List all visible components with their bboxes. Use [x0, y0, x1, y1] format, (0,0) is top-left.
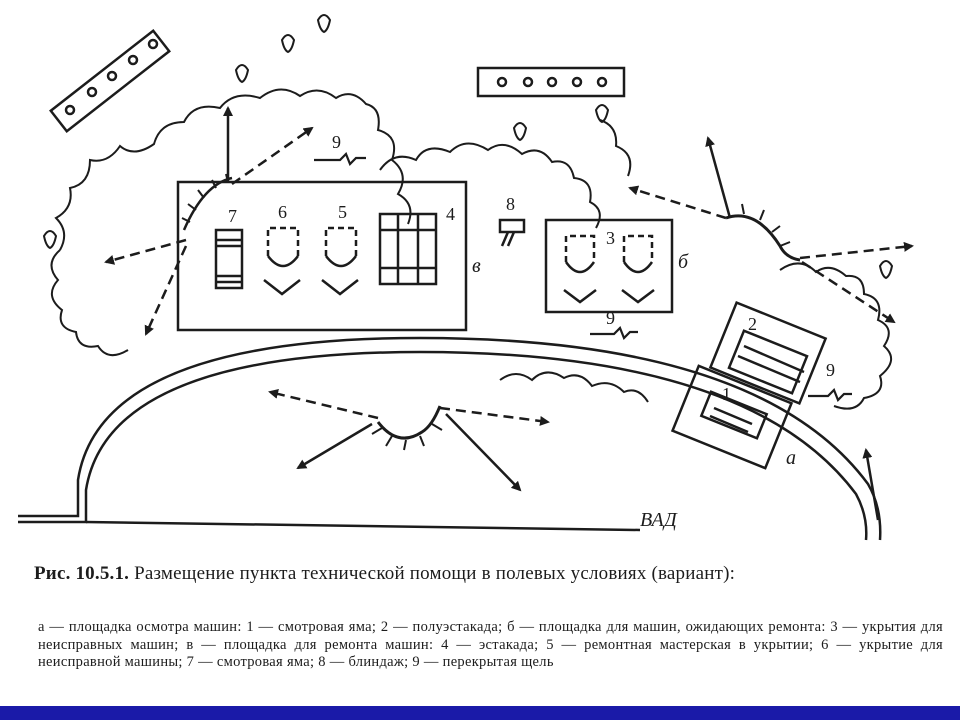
bunker-shelters — [371, 203, 801, 451]
label-9-mid: 9 — [606, 308, 615, 328]
figure-caption-title: Рис. 10.5.1. Размещение пункта техническ… — [34, 563, 934, 585]
label-5: 5 — [338, 202, 347, 222]
waiting-area — [544, 218, 674, 314]
tree-canopy — [50, 88, 892, 410]
repair-area — [176, 173, 468, 332]
label-6: 6 — [278, 202, 287, 222]
label-4: 4 — [446, 204, 455, 224]
road — [18, 336, 882, 541]
label-1: 1 — [722, 384, 731, 404]
label-vad: ВАД — [640, 509, 678, 531]
label-2: 2 — [748, 314, 757, 334]
label-b: б — [678, 251, 689, 273]
figure-number: Рис. 10.5.1. — [34, 563, 130, 584]
figure-legend: а — площадка осмотра машин: 1 — смотрова… — [38, 619, 943, 670]
label-9-right: 9 — [826, 360, 835, 380]
label-3: 3 — [606, 228, 615, 248]
blindage — [498, 218, 526, 247]
slit-trench — [314, 152, 852, 402]
perforated-plate-right — [476, 66, 626, 98]
label-9-top: 9 — [332, 132, 341, 152]
canopy-knobs — [42, 14, 894, 280]
bottom-bar — [0, 706, 960, 720]
movement-arrows — [104, 106, 914, 521]
label-a: а — [786, 447, 796, 469]
label-v: в — [472, 255, 481, 277]
perforated-plate-left — [49, 28, 171, 134]
figure-title: Размещение пункта технической помощи в п… — [134, 563, 736, 584]
diagram: 7 6 5 4 8 3 2 1 9 9 9 в б а ВАД — [18, 14, 914, 541]
inspection-area — [670, 300, 828, 470]
label-7: 7 — [228, 206, 237, 226]
label-8: 8 — [506, 194, 515, 214]
